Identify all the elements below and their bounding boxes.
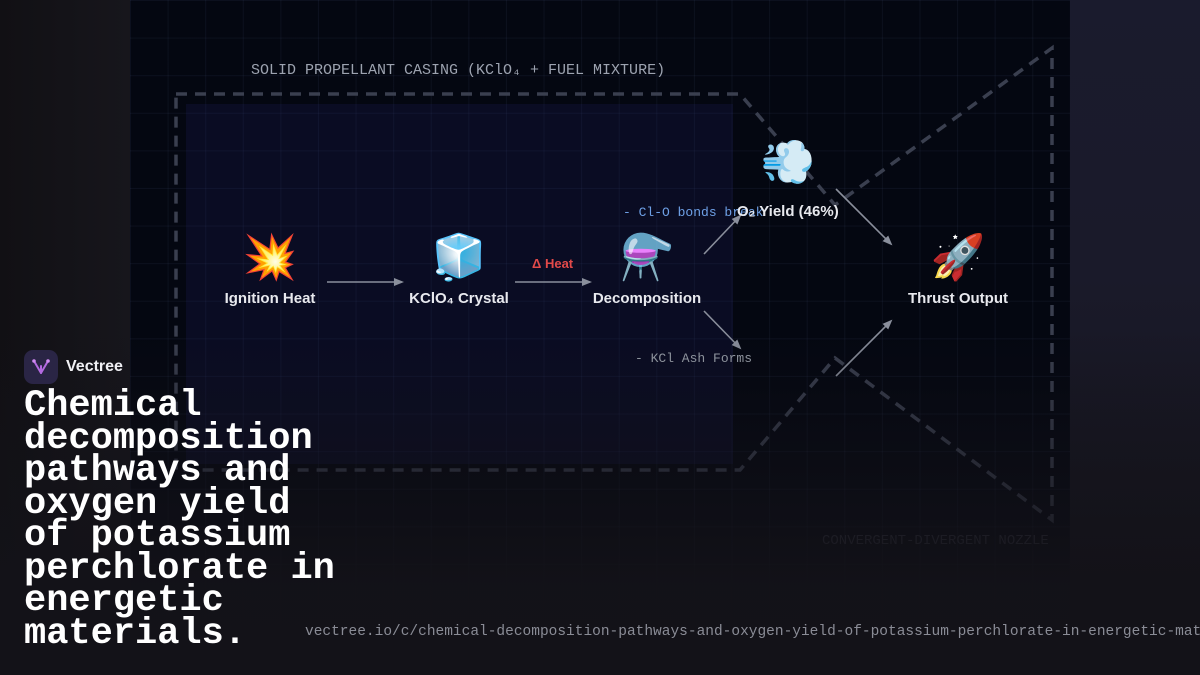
node-thrust-output: 🚀 Thrust Output — [878, 232, 1038, 307]
brand: Vectree — [24, 350, 123, 384]
node-label: Thrust Output — [908, 290, 1008, 307]
node-decomposition: ⚗️ Decomposition — [567, 232, 727, 307]
page-title: Chemical decomposition pathways and oxyg… — [24, 385, 335, 655]
flask-icon: ⚗️ — [619, 232, 675, 283]
arrow-decomposition-to-o2 — [703, 214, 742, 255]
nozzle-label: CONVERGENT-DIVERGENT NOZZLE — [822, 533, 1049, 549]
vectree-logo-icon — [24, 350, 58, 384]
ice-cube-icon: 🧊 — [431, 232, 487, 283]
edge-label-heat: Δ Heat — [532, 256, 574, 271]
arrow-ash-to-thrust — [835, 319, 893, 377]
rocket-icon: 🚀 — [930, 232, 986, 283]
node-ignition-heat: 💥 Ignition Heat — [190, 232, 350, 307]
edge-label-bonds-break: - Cl-O bonds break — [623, 205, 764, 220]
node-label-o2-yield: O₂ Yield (46%) — [737, 203, 839, 220]
dash-wind-icon: 💨 — [760, 137, 816, 188]
node-kclo4-crystal: 🧊 KClO₄ Crystal — [379, 232, 539, 307]
node-label: Decomposition — [592, 290, 702, 307]
arrow-o2-to-thrust — [835, 188, 893, 246]
node-label: KClO₄ Crystal — [409, 290, 509, 307]
node-o2-yield-icon: 💨 — [708, 137, 868, 189]
brand-name: Vectree — [66, 358, 123, 375]
arrow-decomposition-to-ash — [703, 310, 742, 350]
collision-icon: 💥 — [242, 232, 298, 283]
node-label: Ignition Heat — [224, 290, 316, 307]
page-url[interactable]: vectree.io/c/chemical-decomposition-path… — [305, 624, 1200, 640]
casing-label: SOLID PROPELLANT CASING (KClO₄ + FUEL MI… — [251, 62, 666, 79]
edge-label-ash-forms: - KCl Ash Forms — [635, 351, 753, 366]
